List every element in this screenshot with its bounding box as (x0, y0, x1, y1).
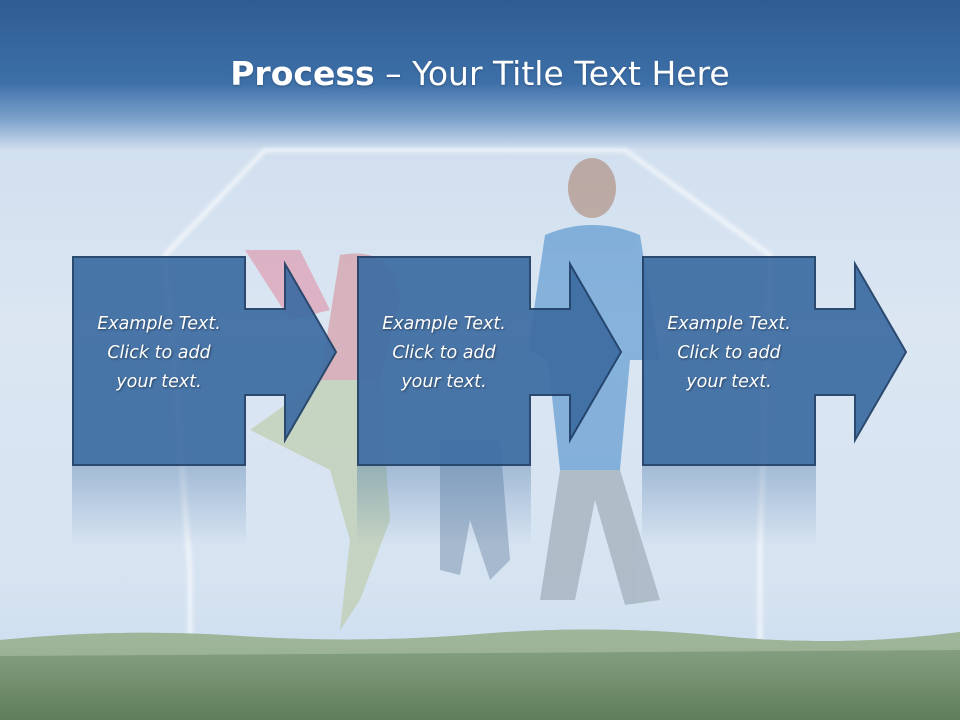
step-3-line-1: Example Text. (667, 314, 791, 334)
step-2-line-2: Click to add (392, 343, 496, 363)
step-3-text: Example Text. Click to add your text. (642, 310, 816, 397)
step-2-reflection (357, 466, 531, 546)
step-2-text: Example Text. Click to add your text. (357, 310, 531, 397)
step-1-line-1: Example Text. (97, 314, 221, 334)
slide-title[interactable]: Process – Your Title Text Here (0, 52, 960, 96)
title-rest: – Your Title Text Here (374, 54, 730, 93)
title-band (0, 0, 960, 150)
step-3-shape[interactable]: Example Text. Click to add your text. (642, 256, 908, 466)
step-1-text: Example Text. Click to add your text. (72, 310, 246, 397)
step-3-line-2: Click to add (677, 343, 781, 363)
step-2-line-1: Example Text. (382, 314, 506, 334)
step-2-shape[interactable]: Example Text. Click to add your text. (357, 256, 623, 466)
step-1-line-2: Click to add (107, 343, 211, 363)
step-1-line-3: your text. (116, 372, 202, 392)
step-3-reflection (642, 466, 816, 546)
step-1-shape[interactable]: Example Text. Click to add your text. (72, 256, 338, 466)
step-3-line-3: your text. (686, 372, 772, 392)
arrow-box-2 (357, 256, 623, 466)
arrow-box-1 (72, 256, 338, 466)
step-2-line-3: your text. (401, 372, 487, 392)
step-1-reflection (72, 466, 246, 546)
arrow-box-3 (642, 256, 908, 466)
title-bold: Process (230, 54, 375, 93)
